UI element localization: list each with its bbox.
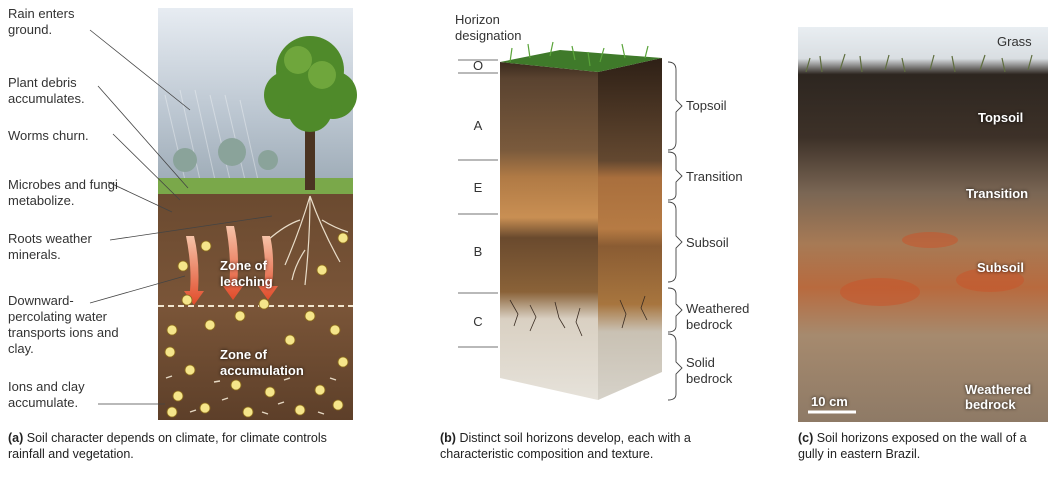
horizon-b: B — [473, 244, 483, 259]
weathered-bedrock-label: Weathered bedrock — [965, 382, 1032, 412]
horizon-e: E — [473, 180, 483, 195]
scale-label: 10 cm — [811, 394, 848, 409]
caption-b-text: Distinct soil horizons develop, each wit… — [440, 431, 691, 461]
grass-label: Grass — [997, 34, 1032, 49]
roots-label: Roots weather minerals. — [8, 231, 92, 262]
subsoil-label: Subsoil — [977, 260, 1024, 275]
zone-accumulation-label: Zone of accumulation — [220, 347, 304, 378]
bracket-transition: Transition — [686, 169, 743, 184]
horizon-a: A — [473, 118, 483, 133]
caption-a: (a) Soil character depends on climate, f… — [8, 430, 348, 462]
ions-label: Ions and clay accumulate. — [8, 379, 85, 410]
worms-label: Worms churn. — [8, 128, 89, 143]
horizon-o: O — [472, 58, 484, 73]
caption-c-tag: (c) — [798, 431, 814, 445]
debris-label: Plant debris accumulates. — [8, 75, 85, 106]
rain-label: Rain enters ground. — [8, 6, 75, 37]
bracket-topsoil: Topsoil — [686, 98, 727, 113]
horizon-c: C — [473, 314, 483, 329]
zone-leaching-label: Zone of leaching — [220, 258, 273, 289]
caption-b-tag: (b) — [440, 431, 456, 445]
topsoil-label: Topsoil — [978, 110, 1024, 125]
bracket-weathered-bedrock: Weathered bedrock — [686, 301, 750, 332]
caption-c: (c) Soil horizons exposed on the wall of… — [798, 430, 1048, 462]
horizon-designation-title: Horizon designation — [455, 12, 522, 43]
transition-label: Transition — [966, 186, 1029, 201]
bracket-solid-bedrock: Solid bedrock — [686, 355, 733, 386]
caption-c-text: Soil horizons exposed on the wall of a g… — [798, 431, 1027, 461]
bracket-subsoil: Subsoil — [686, 235, 729, 250]
caption-a-text: Soil character depends on climate, for c… — [8, 431, 327, 461]
downward-label: Downward-percolating water transports io… — [8, 293, 119, 356]
caption-a-tag: (a) — [8, 431, 24, 445]
microbes-label: Microbes and fungi metabolize. — [8, 177, 118, 208]
caption-b: (b) Distinct soil horizons develop, each… — [440, 430, 760, 462]
